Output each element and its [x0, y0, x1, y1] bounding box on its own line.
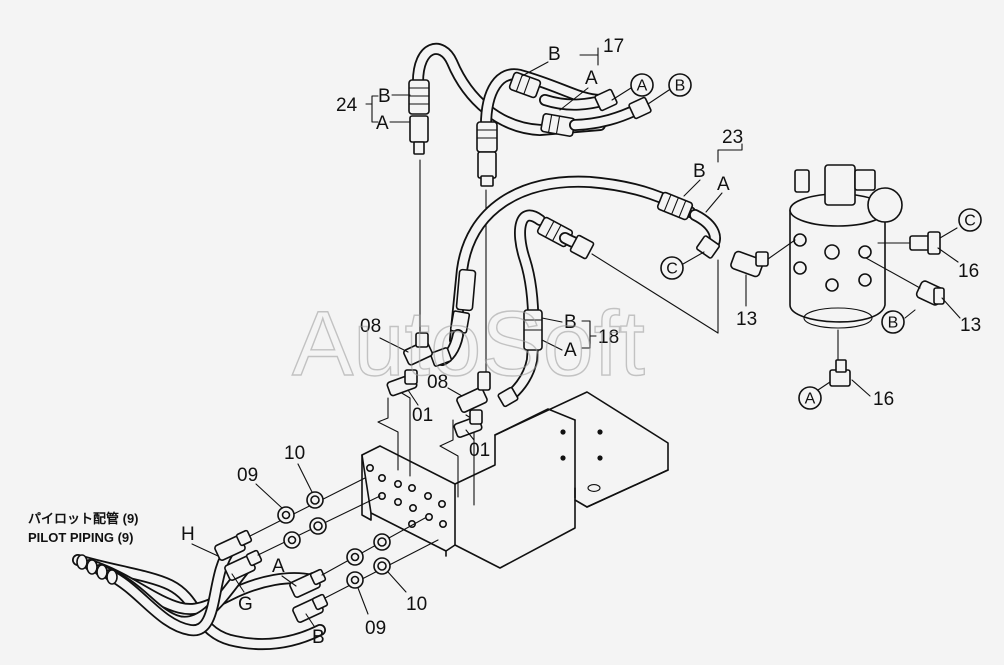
pilot-piping-label-en: PILOT PIPING (9): [28, 530, 133, 545]
label-13-right: 13: [960, 315, 981, 336]
label-01-left: 01: [412, 405, 433, 426]
nuts-washers: [277, 491, 391, 589]
label-17-a: A: [585, 68, 598, 89]
label-16-top: 16: [958, 261, 979, 282]
port-b-right: B: [881, 310, 905, 334]
label-09-bottom: 09: [365, 618, 386, 639]
label-24: 24: [336, 95, 358, 116]
label-13-mid: 13: [736, 309, 757, 330]
swivel-joint: [789, 164, 903, 363]
hose-assembly-23: [429, 175, 721, 367]
port-b-top: B: [647, 73, 692, 105]
pilot-piping-label-jp: パイロット配管 (9): [28, 511, 139, 526]
label-hose-a: A: [272, 556, 285, 577]
label-18-a: A: [564, 340, 577, 361]
label-10-bottom: 10: [406, 594, 427, 615]
port-c-mid: C: [660, 251, 705, 280]
elbow-fitting-13-right: [865, 257, 945, 319]
label-hose-h: H: [181, 524, 195, 545]
label-hose-b: B: [312, 627, 325, 648]
label-group-18: B 18 A: [541, 312, 619, 361]
svg-text:C: C: [964, 213, 976, 230]
svg-text:A: A: [637, 78, 648, 95]
fittings-08-01-right: [453, 371, 491, 438]
fittings-08-01-left: [386, 332, 433, 397]
label-23-b: B: [693, 161, 706, 182]
label-hose-g: G: [238, 594, 253, 615]
label-group-17: B 17 A: [521, 36, 624, 111]
pilot-hoses: [72, 477, 439, 651]
port-a-right: A: [798, 386, 822, 410]
label-17-b: B: [548, 44, 561, 65]
svg-text:A: A: [805, 391, 816, 408]
label-17: 17: [603, 36, 624, 57]
hose-assembly-18: [497, 209, 719, 408]
label-24-a: A: [376, 113, 389, 134]
fitting-16-bottom: [817, 359, 851, 391]
label-group-23: 23 B A: [683, 127, 743, 213]
port-c-right: C: [958, 208, 982, 232]
label-01-right: 01: [469, 440, 490, 461]
label-10-top: 10: [284, 443, 305, 464]
label-24-b: B: [378, 86, 391, 107]
label-08-right: 08: [427, 372, 448, 393]
elbow-fitting-13-mid: [730, 239, 796, 278]
svg-text:C: C: [666, 261, 678, 278]
mounting-bracket: [361, 391, 669, 569]
svg-text:B: B: [675, 78, 686, 95]
label-18: 18: [598, 327, 619, 348]
label-23-a: A: [717, 174, 730, 195]
svg-text:B: B: [888, 315, 899, 332]
label-23: 23: [722, 127, 743, 148]
label-08-left: 08: [360, 316, 381, 337]
label-09-top: 09: [237, 465, 258, 486]
label-18-b: B: [564, 312, 577, 333]
label-16-bottom: 16: [873, 389, 894, 410]
watermark-text: AutoSoft: [292, 293, 645, 395]
port-a-top: A: [611, 73, 654, 101]
label-group-24: 24 B A: [336, 86, 411, 134]
fitting-16-top: [877, 227, 958, 255]
